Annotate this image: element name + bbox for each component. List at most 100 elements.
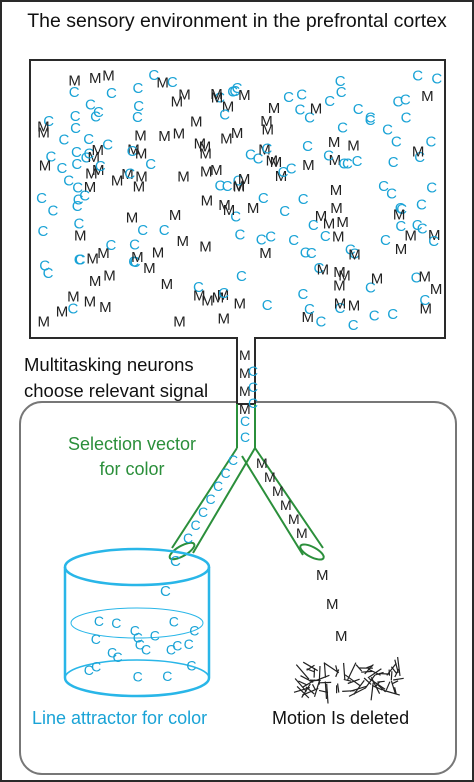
color-symbol: C [256, 231, 267, 248]
selection-tube-stem [236, 404, 256, 448]
motion-symbol: M [102, 68, 115, 85]
color-symbol: C [83, 131, 94, 148]
motion-deleted-label: Motion Is deleted [272, 708, 410, 728]
motion-symbol: M [333, 264, 346, 281]
color-symbol: C [378, 178, 389, 195]
color-symbol: C [129, 236, 140, 253]
motion-symbol: M [178, 86, 191, 103]
color-symbol: C [214, 90, 225, 107]
color-symbol: C [248, 379, 258, 395]
motion-symbol: M [328, 134, 341, 151]
color-symbol: C [172, 637, 182, 653]
color-symbol: C [71, 156, 82, 173]
color-symbol: C [70, 108, 81, 125]
color-symbol: C [219, 107, 230, 124]
motion-symbol: M [173, 313, 186, 330]
color-symbol: C [167, 74, 178, 91]
color-symbol: C [279, 203, 290, 220]
color-symbol: C [133, 630, 143, 646]
motion-symbol: M [89, 273, 102, 290]
color-symbol: C [395, 218, 406, 235]
motion-symbol: M [158, 128, 171, 145]
motion-symbol: M [134, 128, 147, 145]
color-symbol: C [369, 307, 380, 324]
motion-symbol: M [131, 249, 144, 266]
color-symbol: C [74, 216, 85, 233]
color-symbol: C [133, 98, 144, 115]
motion-symbol: M [37, 118, 50, 135]
color-symbol: C [365, 280, 376, 297]
selection-label-line2: for color [99, 459, 165, 479]
color-symbol: C [228, 452, 238, 468]
motion-symbol: M [238, 171, 251, 188]
color-symbol: C [184, 636, 194, 652]
motion-symbol: M [280, 497, 292, 513]
motion-symbol: M [272, 483, 284, 499]
motion-symbol: M [428, 227, 441, 244]
color-symbol: C [91, 659, 101, 675]
motion-symbol: M [201, 192, 214, 209]
motion-symbol: M [223, 202, 236, 219]
motion-symbol: M [135, 168, 148, 185]
color-symbol: C [141, 641, 151, 657]
color-symbol: C [278, 164, 289, 181]
motion-symbol: M [92, 162, 105, 179]
color-symbol: C [221, 465, 231, 481]
color-symbol: C [304, 301, 315, 318]
motion-symbol: M [210, 162, 223, 179]
motion-symbol: M [97, 245, 110, 262]
color-symbol: C [150, 627, 160, 643]
motion-symbol: M [302, 309, 315, 326]
motion-symbol: M [212, 289, 225, 306]
motion-symbol: M [348, 298, 361, 315]
color-symbol: C [162, 668, 172, 684]
color-symbol: C [213, 478, 223, 494]
motion-symbol: M [199, 146, 212, 163]
motion-symbol: M [156, 74, 169, 91]
line-attractor-cylinder [63, 547, 211, 698]
color-symbol: C [63, 173, 74, 190]
color-symbol: C [240, 429, 250, 445]
color-symbol: C [111, 615, 121, 631]
motion-symbol: M [232, 178, 245, 195]
motion-symbol: M [259, 245, 272, 262]
color-symbol: C [69, 84, 80, 101]
motion-tube-right-mouth [299, 543, 325, 561]
motion-symbol: M [126, 210, 139, 227]
selection-tube-left-mouth [168, 541, 196, 561]
motion-symbol: M [316, 567, 329, 584]
motion-symbol: M [393, 207, 406, 224]
multitasking-label-line2: choose relevant signal [24, 380, 209, 401]
motion-symbol: M [239, 365, 251, 381]
color-symbol: C [414, 149, 425, 166]
motion-symbol: M [329, 152, 342, 169]
selection-label-line1: Selection vector [67, 434, 197, 454]
color-symbol: C [128, 254, 139, 271]
selection-tube-left [171, 447, 256, 554]
color-symbol: C [412, 217, 423, 234]
color-symbol: C [193, 279, 204, 296]
motion-symbol: M [326, 596, 339, 613]
motion-symbol: M [420, 301, 433, 318]
motion-symbol: M [310, 101, 323, 118]
motion-symbol: M [234, 295, 247, 312]
color-symbol: C [57, 160, 68, 177]
color-symbol: C [298, 191, 309, 208]
motion-symbol: M [336, 214, 349, 231]
color-symbol: C [411, 269, 422, 286]
color-symbol: C [426, 179, 437, 196]
color-symbol: C [79, 188, 90, 205]
color-symbol: C [300, 245, 311, 262]
color-symbol: C [133, 80, 144, 97]
motion-symbol: M [161, 276, 174, 293]
motion-symbol: M [239, 383, 251, 399]
motion-symbol: M [239, 401, 251, 417]
color-symbol: C [93, 104, 104, 121]
color-symbol: C [400, 91, 411, 108]
color-symbol: C [380, 232, 391, 249]
color-symbol: C [43, 113, 54, 130]
color-symbol: C [302, 138, 313, 155]
motion-symbol: M [288, 511, 300, 527]
motion-symbol: M [275, 168, 288, 185]
color-symbol: C [387, 306, 398, 323]
